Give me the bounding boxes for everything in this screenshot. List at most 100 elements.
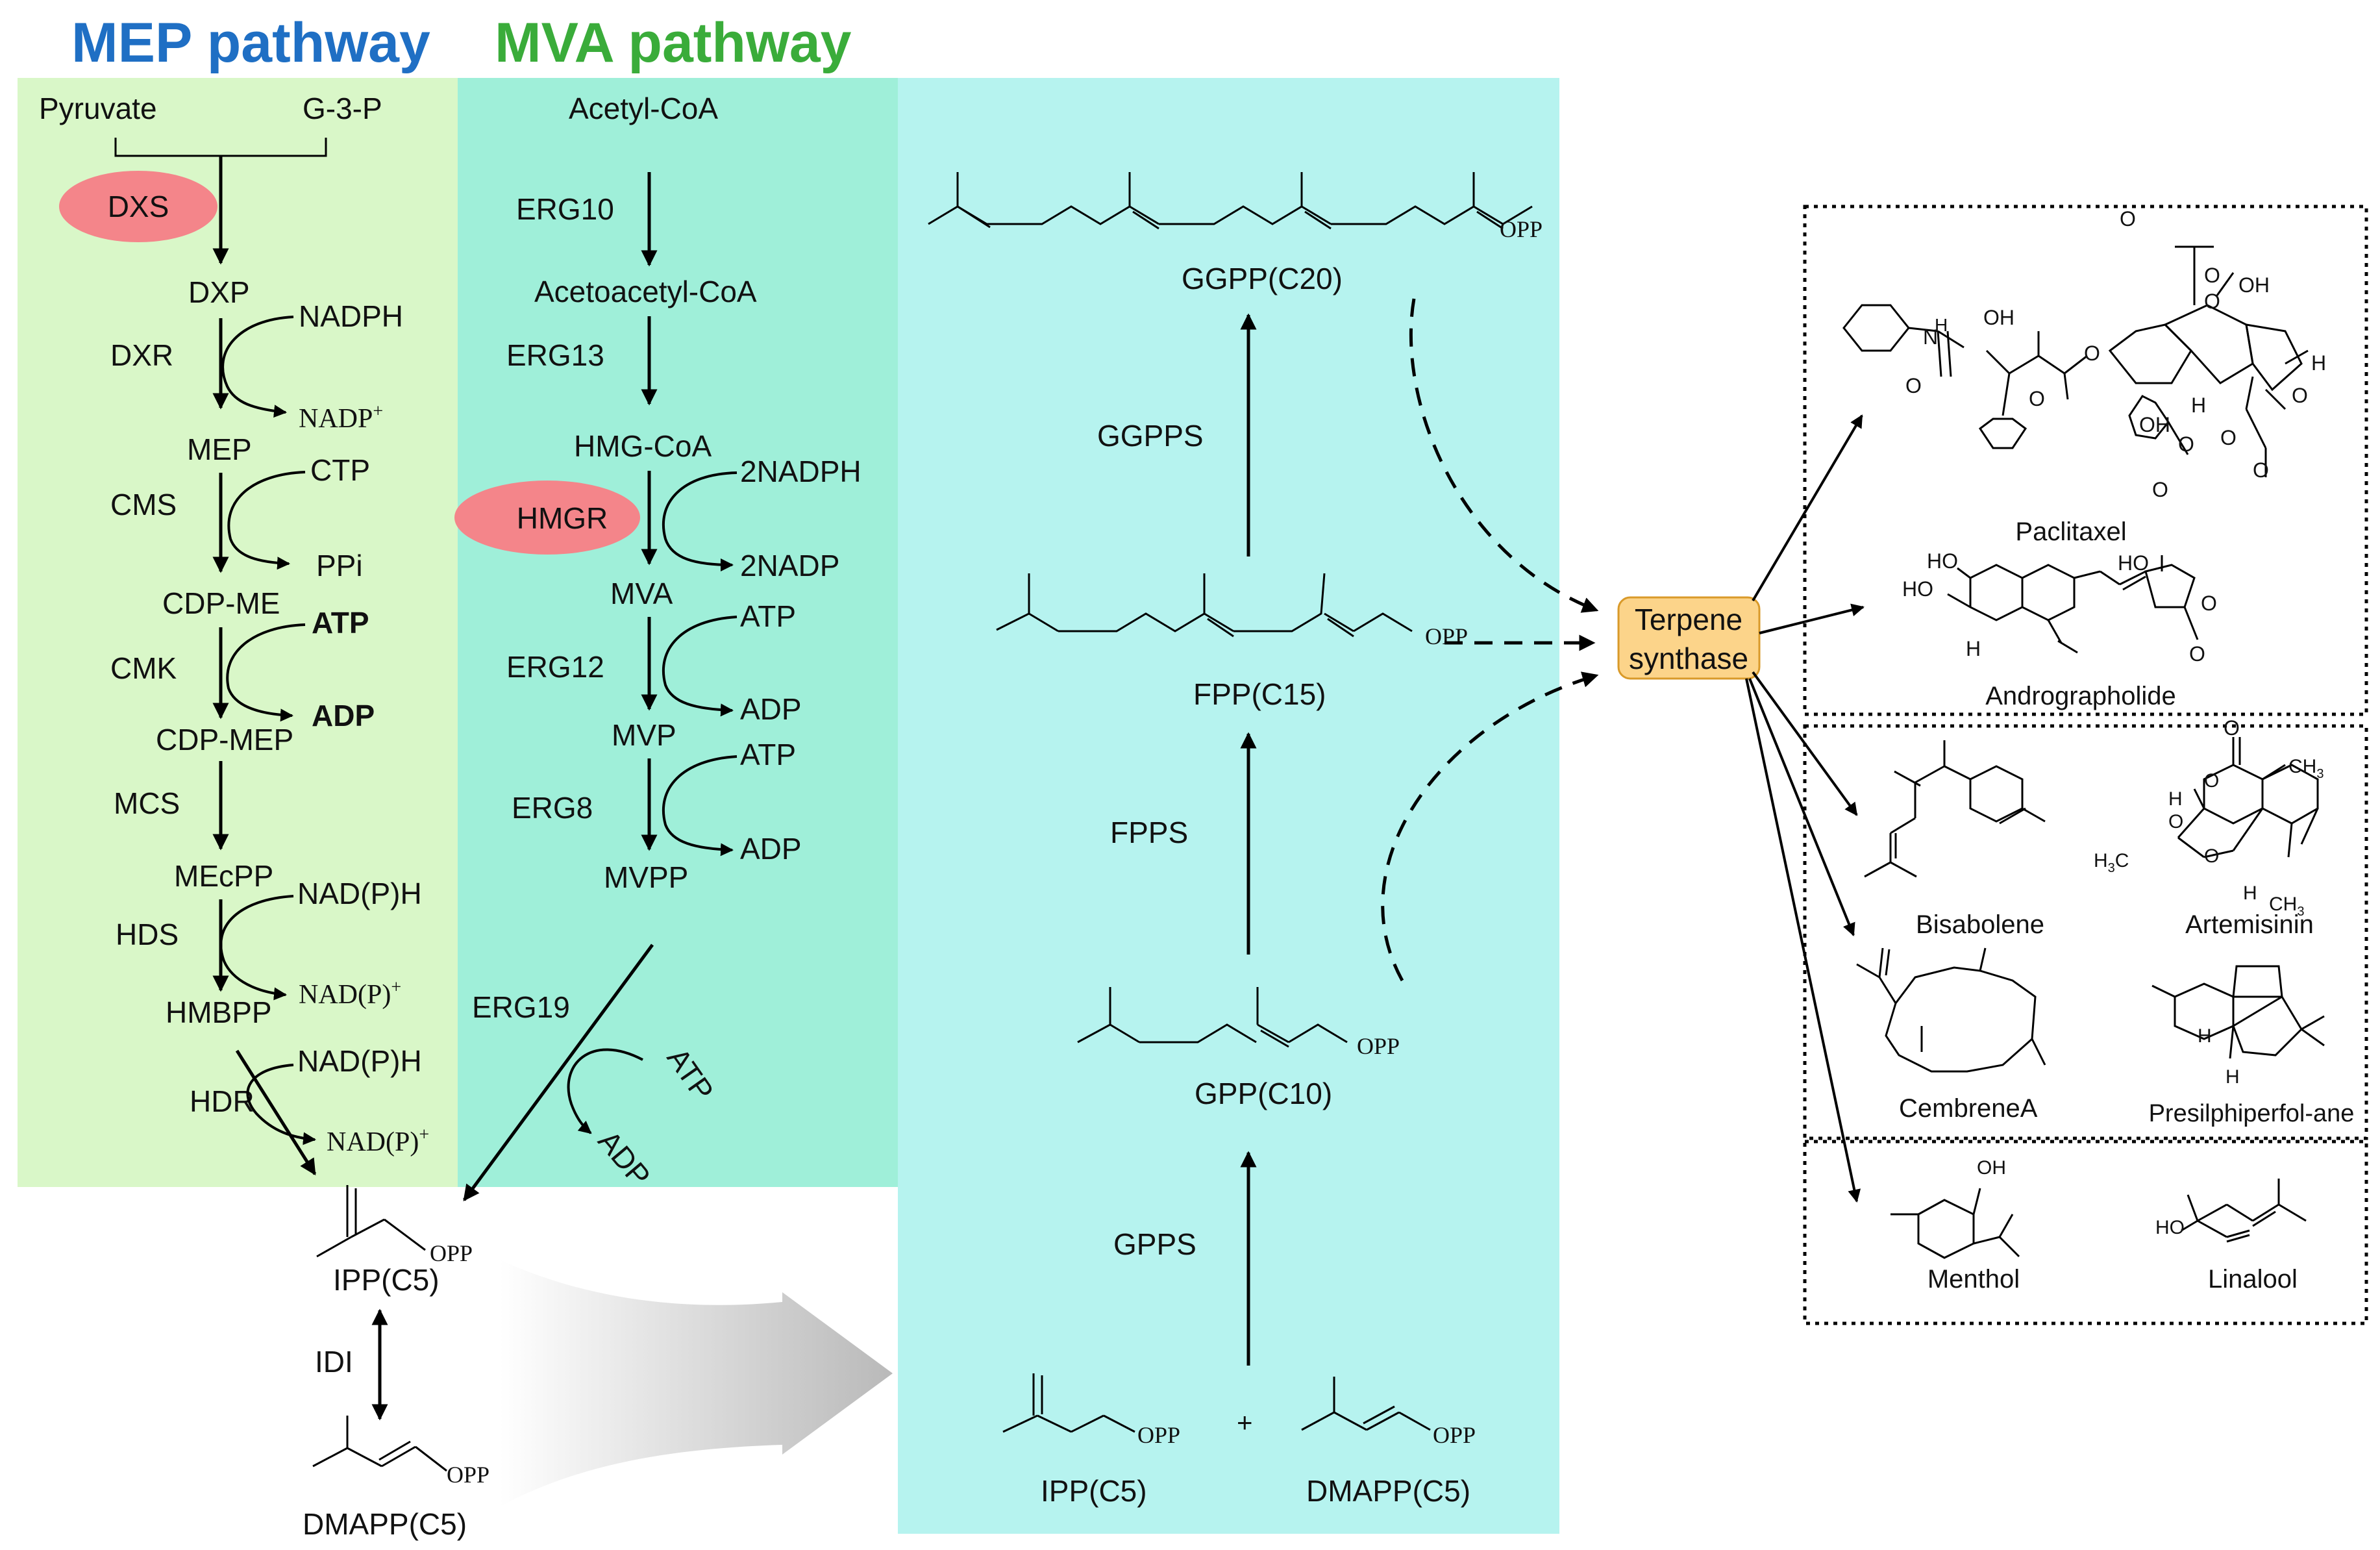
paclitaxel-o6: O (2204, 264, 2220, 287)
paclitaxel-oh2: OH (2238, 273, 2270, 297)
pyruvate-label: Pyruvate (39, 92, 157, 125)
cdp-me-label: CDP-ME (162, 586, 280, 620)
mva-label: MVA (610, 577, 673, 610)
menthol-structure (1890, 1188, 2020, 1259)
idi-label: IDI (315, 1345, 353, 1379)
central-panel (898, 78, 1559, 1534)
paclitaxel-h: H (1935, 315, 1948, 335)
ppi-label: PPi (316, 549, 363, 582)
dmapp-structure-central (1301, 1377, 1431, 1431)
mep-title: MEP pathway (71, 12, 430, 74)
erg19-arrow (462, 944, 654, 1202)
acetoacetyl-coa-label: Acetoacetyl-CoA (534, 275, 757, 308)
transfer-arrow (500, 1260, 893, 1506)
hmg-coa-label: HMG-CoA (574, 429, 712, 463)
mep-panel (18, 78, 463, 1187)
terpene-synthase-line2: synthase (1629, 642, 1748, 675)
nadph-label: NADPH (299, 299, 403, 333)
dmapp-structure-left (312, 1416, 447, 1472)
paclitaxel-o1: O (1905, 374, 1922, 397)
bisabolene-label: Bisabolene (1916, 910, 2044, 939)
paclitaxel-structure (1842, 245, 2309, 477)
ipp-structure-left (316, 1185, 426, 1258)
ggpp-opp-label: OPP (1500, 216, 1543, 242)
andro-ho2: HO (1902, 577, 1933, 601)
andro-ho1: HO (1927, 549, 1958, 573)
artem-h2: H (2243, 882, 2257, 904)
adp-label: ADP (312, 699, 375, 732)
adp1-label: ADP (740, 692, 802, 726)
ipp-central-label: IPP(C5) (1041, 1474, 1147, 1508)
g3p-label: G-3-P (303, 92, 382, 125)
gpp-structure (1077, 987, 1348, 1048)
hmgr-cofactor-arrow (662, 471, 738, 571)
erg19-cofactor-arrow (567, 1048, 643, 1134)
paclitaxel-n: N (1923, 325, 1938, 349)
paclitaxel-o10: O (2253, 458, 2269, 482)
hmgr-label: HMGR (517, 501, 608, 535)
artem-ch3b: CH3 (2269, 894, 2304, 919)
andro-ho3: HO (2118, 551, 2149, 575)
terpene-synthase-line1: Terpene (1635, 603, 1742, 636)
product-box-1 (1803, 205, 2368, 716)
hdr-cofactor-arrow (246, 1064, 316, 1145)
hmbpp-label: HMBPP (166, 995, 272, 1029)
terpene-synthase-box (1617, 596, 1761, 680)
dxs-enzyme-oval (59, 171, 217, 242)
ggpp-to-synthase-dashed (1409, 298, 1599, 613)
2nadp-label: 2NADP (740, 549, 839, 582)
product-box-2 (1803, 724, 2368, 1140)
linalool-label: Linalool (2208, 1265, 2298, 1294)
artem-h3c: H3C (2094, 850, 2129, 875)
hdr-arrow (235, 1049, 317, 1176)
andro-h: H (1966, 637, 1981, 660)
dxr-label: DXR (110, 338, 173, 372)
erg8-label: ERG8 (512, 791, 593, 825)
ggpp-label: GGPP(C20) (1182, 262, 1343, 295)
artem-h1: H (2168, 788, 2183, 810)
paclitaxel-o3: O (2084, 342, 2100, 365)
adp2-label: ADP (740, 832, 802, 866)
dmapp-central-label: DMAPP(C5) (1306, 1474, 1470, 1508)
menthol-oh: OH (1977, 1157, 2006, 1179)
andrographolide-label: Andrographolide (1985, 682, 2176, 710)
artem-o1: O (2224, 716, 2240, 740)
nadp3-label: NAD(P)+ (327, 1125, 429, 1157)
cmk-label: CMK (110, 651, 177, 685)
atp2-label: ATP (740, 738, 796, 771)
mep-label: MEP (187, 432, 252, 466)
mvp-label: MVP (612, 718, 676, 752)
paclitaxel-o5: O (2204, 290, 2220, 313)
mecpp-label: MEcPP (174, 859, 273, 893)
hds-cofactor-arrow (219, 895, 294, 1001)
nadp2-label: NAD(P)+ (299, 977, 401, 1010)
linalool-structure (2181, 1179, 2307, 1243)
mcs-label: MCS (114, 786, 180, 820)
ipp-opp-label: OPP (430, 1240, 473, 1266)
mva-title: MVA pathway (495, 12, 852, 74)
artem-o2: O (2204, 770, 2219, 792)
artem-o4: O (2204, 845, 2219, 867)
artemisinin-label: Artemisinin (2185, 910, 2314, 939)
paclitaxel-o4: O (2120, 207, 2136, 231)
arrow-to-andrographolide (1759, 603, 1865, 634)
erg12-cofactor-arrow (662, 616, 738, 717)
erg8-cofactor-arrow (662, 755, 738, 856)
product-box-3 (1803, 1140, 2368, 1325)
andro-o1: O (2201, 592, 2217, 615)
arrow-to-menthol (1745, 678, 1861, 1203)
paclitaxel-o2: O (2029, 387, 2045, 410)
cms-label: CMS (110, 488, 177, 521)
cembrene-label: CembreneA (1899, 1094, 2038, 1123)
fpps-label: FPPS (1110, 816, 1188, 849)
paclitaxel-o8: O (2178, 432, 2194, 456)
artem-ch3a: CH3 (2288, 756, 2324, 781)
plus-sign: + (1237, 1407, 1253, 1438)
fpp-structure (996, 573, 1413, 638)
atp1-label: ATP (740, 599, 796, 633)
acetyl-coa-label: Acetyl-CoA (569, 92, 718, 125)
mva-panel (458, 78, 903, 1187)
artemisinin-structure (2177, 737, 2319, 858)
dxs-label: DXS (108, 190, 169, 223)
